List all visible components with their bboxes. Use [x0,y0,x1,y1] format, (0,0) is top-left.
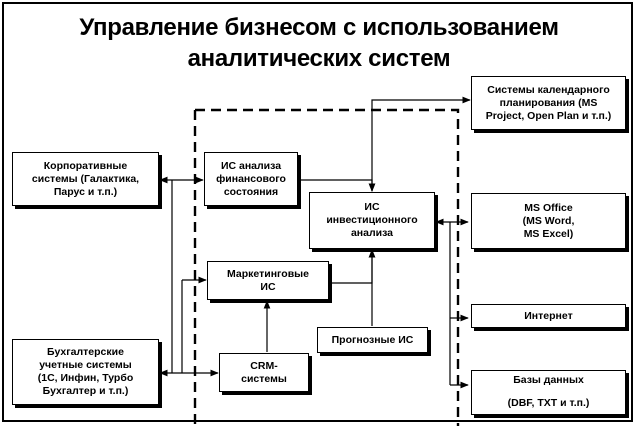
link-calendar-investment [368,96,471,192]
box-corporate-systems: Корпоративные системы (Галактика, Парус … [12,152,159,206]
box-internet: Интернет [471,304,626,328]
box-accounting-systems: Бухгалтерские учетные системы (1С, Инфин… [12,339,159,405]
box-calendar-planning: Системы календарного планирования (MS Pr… [471,76,626,130]
diagram-frame [2,2,633,422]
box-financial-label: ИС анализа финансового состояния [216,159,286,198]
box-calendar-label: Системы календарного планирования (MS Pr… [485,83,612,122]
link-marketing-investment [330,249,376,284]
box-office-label: MS Office (MS Word, MS Excel) [522,201,575,240]
box-databases-title: Базы данных [513,374,584,386]
box-databases: Базы данных (DBF, TXT и т.п.) [471,370,626,415]
box-internet-label: Интернет [524,309,573,322]
diagram-title: Управление бизнесом с использованием ана… [0,12,638,74]
box-accounting-label: Бухгалтерские учетные системы (1С, Инфин… [37,346,134,397]
box-databases-sub: (DBF, TXT и т.п.) [507,397,590,409]
box-ms-office: MS Office (MS Word, MS Excel) [471,193,626,249]
box-investment-analysis: ИС инвестиционного анализа [309,192,435,249]
box-investment-label: ИС инвестиционного анализа [326,201,418,239]
title-line-1: Управление бизнесом с использованием [79,14,559,41]
box-financial-analysis: ИС анализа финансового состояния [204,152,298,206]
box-forecast-label: Прогнозные ИС [331,333,414,346]
box-crm-label: CRM- системы [241,359,287,385]
box-forecast-is: Прогнозные ИС [317,327,428,353]
box-marketing-label: Маркетинговые ИС [227,267,309,293]
box-corporate-label: Корпоративные системы (Галактика, Парус … [31,159,140,198]
box-crm-systems: CRM- системы [219,353,309,392]
box-marketing-is: Маркетинговые ИС [207,261,329,300]
link-financial-investment [298,179,376,192]
title-line-2: аналитических систем [187,45,451,72]
